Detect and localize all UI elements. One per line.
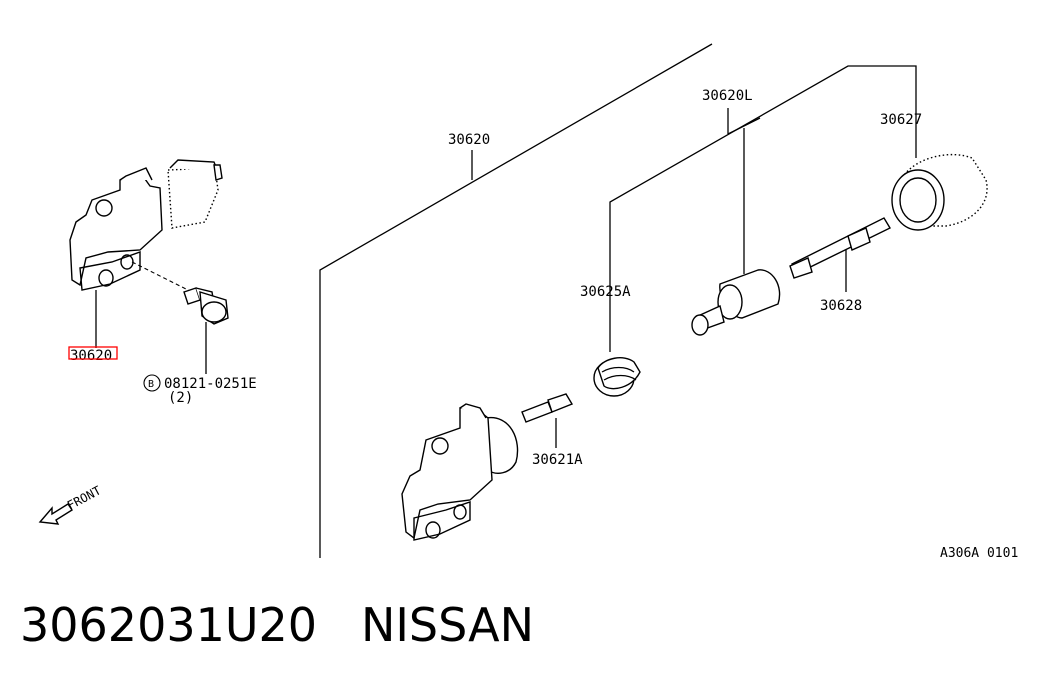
bolt-illustration — [183, 287, 229, 325]
boot-illustration — [593, 357, 641, 397]
boot-ring-illustration — [891, 153, 988, 231]
assembly-bracket-line — [319, 43, 713, 558]
highlight-box — [68, 346, 118, 360]
bolt-circle-marker — [143, 374, 161, 392]
cylinder-body-illustration — [401, 403, 519, 541]
bleeder-illustration — [521, 393, 574, 423]
label-left-part[interactable]: 30620 — [70, 348, 112, 364]
bolt-circle-letter: B — [148, 379, 154, 390]
push-rod-illustration — [789, 217, 891, 279]
figure-code: A306A 0101 — [940, 546, 1018, 561]
label-bolt-part[interactable]: 08121-0251E — [164, 376, 257, 392]
leader-piston-join — [727, 117, 761, 135]
label-assembly[interactable]: 30620 — [448, 132, 490, 148]
sub-assembly-bracket-line — [609, 65, 917, 352]
footer-part-number: 3062031U20 — [20, 598, 318, 652]
label-bolt-qty: (2) — [168, 390, 193, 406]
footer-brand: NISSAN — [360, 598, 535, 652]
label-piston[interactable]: 30620L — [702, 88, 753, 104]
front-arrow-icon — [38, 503, 73, 525]
label-boot[interactable]: 30625A — [580, 284, 631, 300]
label-front: FRONT — [65, 483, 103, 512]
piston-illustration — [691, 269, 781, 336]
label-push-rod[interactable]: 30628 — [820, 298, 862, 314]
footer-caption: 3062031U20 NISSAN — [20, 598, 534, 652]
installed-cylinder-illustration — [69, 159, 223, 293]
label-boot-ring[interactable]: 30627 — [880, 112, 922, 128]
label-bleeder[interactable]: 30621A — [532, 452, 583, 468]
